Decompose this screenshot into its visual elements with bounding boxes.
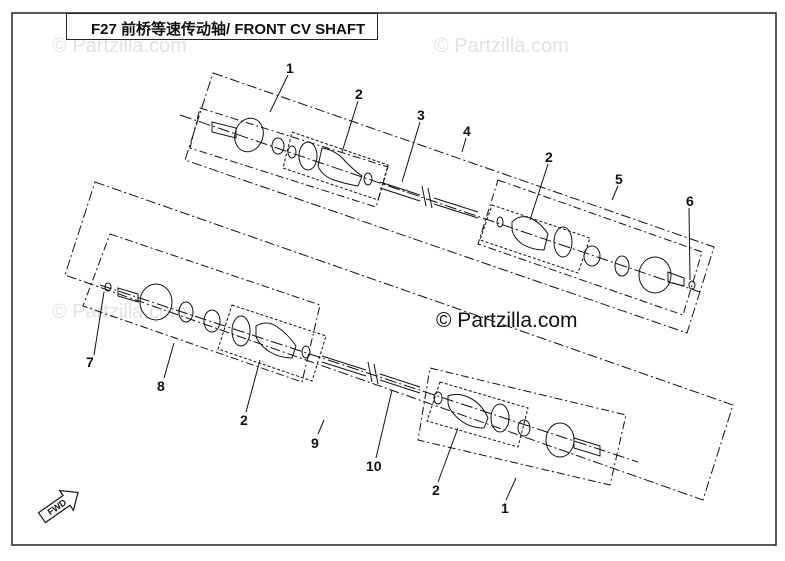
- lower-boot-kit-box-right: [426, 381, 529, 448]
- lower-shaft-assembly: [64, 181, 734, 501]
- upper-inner-tripod: [583, 245, 601, 267]
- callout-lower-1: 1: [501, 500, 509, 516]
- lower-boot-left: [255, 322, 297, 359]
- fwd-arrow-icon: FWD: [37, 489, 79, 524]
- lower-axis-line: [99, 284, 639, 463]
- upper-shaft-assembly: [179, 72, 715, 334]
- callout-upper-4: 4: [463, 123, 471, 139]
- lower-clamp-small-left: [301, 345, 311, 359]
- lower-inner-spline: [117, 287, 139, 303]
- leader-upper-2a: [341, 100, 359, 153]
- lower-outer-nut: [517, 419, 531, 437]
- upper-inner-housing: [638, 256, 672, 294]
- upper-shaft-break-a: [421, 185, 427, 207]
- leader-upper-4: [461, 137, 467, 153]
- lower-clamp-large-right: [490, 403, 510, 433]
- upper-shaft-break-b: [427, 187, 433, 209]
- lower-assembly-envelope: [64, 181, 734, 501]
- lower-snap-ring: [104, 282, 112, 292]
- upper-boot-kit-box-right: [479, 204, 591, 274]
- leader-upper-5: [611, 185, 619, 201]
- lower-inner-circlip: [178, 301, 194, 323]
- upper-inner-circlip: [614, 255, 630, 277]
- lower-boot-right: [447, 393, 489, 429]
- lower-inner-tripod: [203, 309, 221, 333]
- upper-boot-kit-box-left: [282, 131, 389, 201]
- upper-snap-ring: [688, 280, 696, 290]
- lower-inner-housing: [139, 283, 173, 321]
- callout-upper-2b: 2: [545, 149, 553, 165]
- upper-axis-line: [179, 114, 701, 293]
- leader-upper-1: [269, 74, 289, 113]
- watermark-faint-mid-left: © Partzilla.com: [52, 301, 187, 323]
- watermark-main-text: © Partzilla.com: [436, 309, 578, 332]
- page-frame: [11, 12, 777, 546]
- title-box: F27 前桥等速传动轴/ FRONT CV SHAFT: [66, 13, 378, 40]
- page-title: F27 前桥等速传动轴/ FRONT CV SHAFT: [91, 21, 366, 38]
- callout-lower-8: 8: [157, 378, 165, 394]
- callout-lower-2b: 2: [432, 482, 440, 498]
- lower-outer-spline: [573, 437, 601, 457]
- callout-upper-2a: 2: [355, 86, 363, 102]
- watermark-faint-top-left: © Partzilla.com: [52, 35, 187, 57]
- lower-inner-joint-box: [82, 233, 321, 383]
- upper-boot-left: [317, 147, 363, 187]
- leader-lower-2a: [245, 359, 261, 413]
- upper-outer-joint-box: [189, 107, 389, 208]
- leader-upper-3: [401, 121, 421, 183]
- lower-outer-cv-housing: [545, 422, 575, 458]
- leader-upper-6: [688, 207, 691, 281]
- leader-lower-9: [317, 419, 325, 435]
- upper-assembly-envelope: [184, 72, 715, 334]
- upper-clamp-large-right: [553, 226, 573, 258]
- leader-lower-1: [505, 477, 517, 501]
- upper-outer-washer: [287, 145, 297, 159]
- upper-inner-spline: [667, 271, 685, 287]
- upper-boot-right: [511, 216, 549, 251]
- upper-clamp-small-right: [496, 216, 504, 228]
- upper-outer-nut: [271, 137, 285, 155]
- leader-upper-2b: [529, 163, 549, 221]
- lower-shaft-break-b: [373, 363, 379, 385]
- lower-shaft-left: [321, 355, 367, 377]
- leader-lower-8: [163, 342, 175, 379]
- callout-upper-1: 1: [286, 60, 294, 76]
- lower-clamp-large-left: [231, 315, 251, 347]
- leader-lower-7: [93, 291, 105, 356]
- lower-outer-joint-box: [417, 367, 627, 486]
- callouts: 1 2 3 4 2 5 6 7 8 2 9 10 2 1: [86, 60, 694, 516]
- upper-inner-joint-box: [477, 179, 703, 316]
- upper-shaft-right: [433, 197, 479, 219]
- upper-clamp-large: [298, 141, 318, 171]
- callout-upper-5: 5: [615, 171, 623, 187]
- callout-lower-10: 10: [366, 458, 382, 474]
- callout-lower-9: 9: [311, 435, 319, 451]
- watermark-main: © Partzilla.com: [436, 309, 578, 332]
- lower-shaft-right: [379, 373, 421, 394]
- watermark-faint-top-right: © Partzilla.com: [434, 35, 569, 57]
- callout-upper-6: 6: [686, 193, 694, 209]
- leader-lower-2b: [437, 427, 459, 483]
- callout-lower-2a: 2: [240, 412, 248, 428]
- callout-upper-3: 3: [417, 107, 425, 123]
- lower-clamp-small-right: [433, 391, 443, 405]
- lower-boot-kit-box-left: [217, 304, 327, 382]
- lower-shaft-break-a: [367, 361, 373, 383]
- upper-outer-cv-housing: [234, 117, 264, 153]
- upper-clamp-small: [363, 172, 373, 186]
- upper-shaft-left: [379, 181, 421, 202]
- leader-lower-10: [375, 389, 393, 459]
- callout-lower-7: 7: [86, 354, 94, 370]
- upper-outer-spline: [211, 121, 237, 139]
